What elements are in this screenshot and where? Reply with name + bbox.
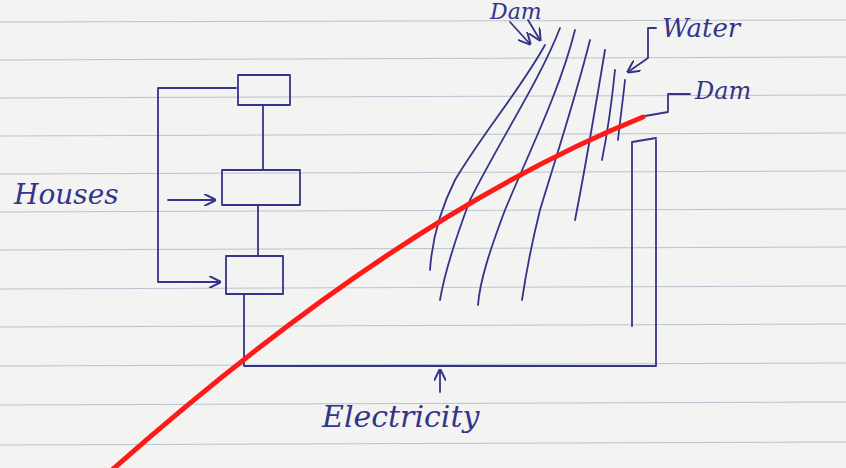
dam-label: Dam <box>490 0 542 24</box>
house-box <box>222 170 300 205</box>
dam-label: Dam <box>695 78 751 104</box>
house-box <box>238 75 290 105</box>
houses-label: Houses <box>14 180 119 211</box>
electricity-label: Electricity <box>322 400 479 433</box>
house-box <box>226 256 283 294</box>
red-stroke <box>112 117 643 468</box>
water-label: Water <box>662 14 740 43</box>
